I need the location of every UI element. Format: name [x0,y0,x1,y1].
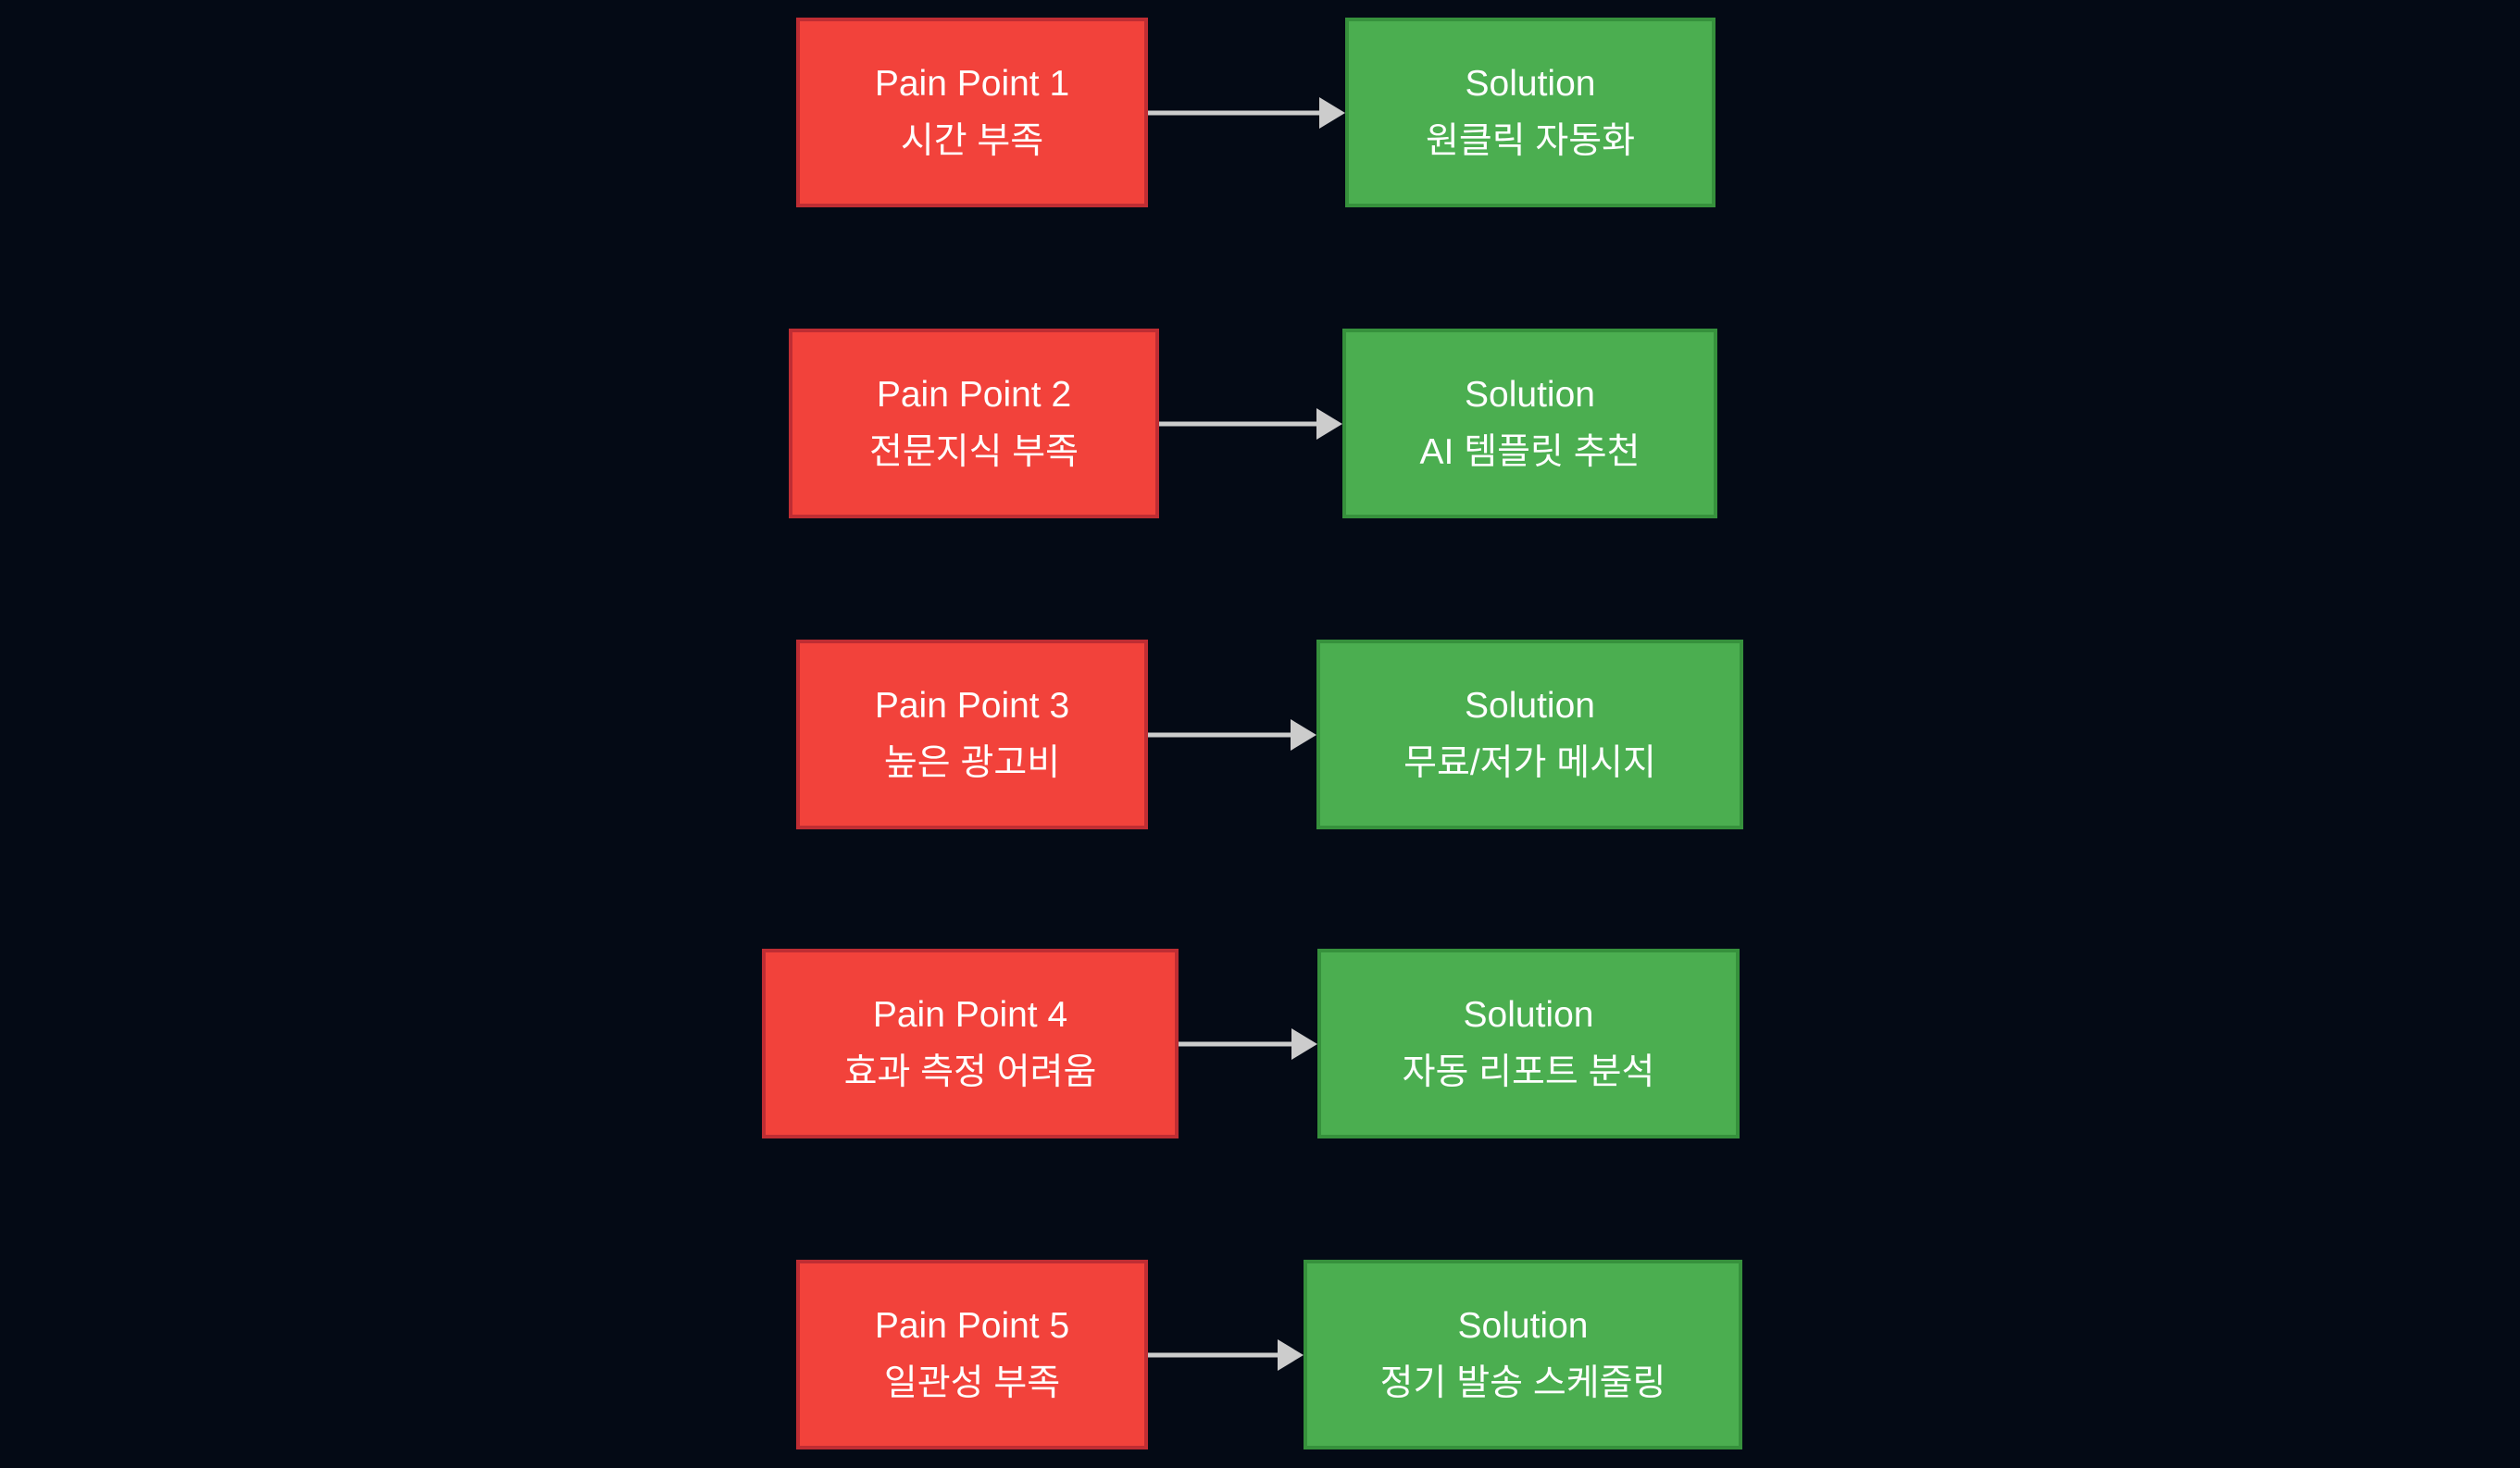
arrow-connector [1179,1041,1291,1046]
mapping-row-2: Pain Point 2 전문지식 부족 Solution AI 템플릿 추천 [0,329,2520,518]
pain-point-title: Pain Point 5 [874,1305,1070,1346]
arrowhead-icon [1278,1338,1304,1371]
solution-subtitle: 무료/저가 메시지 [1403,742,1656,783]
pain-point-box: Pain Point 4 효과 측정 어려움 [762,949,1179,1138]
pain-point-subtitle: 높은 광고비 [883,742,1061,783]
solution-box: Solution 자동 리포트 분석 [1317,949,1740,1138]
solution-subtitle: 원클릭 자동화 [1425,120,1636,161]
arrowhead-icon [1319,96,1345,129]
mapping-row-3: Pain Point 3 높은 광고비 Solution 무료/저가 메시지 [0,640,2520,829]
mapping-row-5: Pain Point 5 일관성 부족 Solution 정기 발송 스케줄링 [0,1260,2520,1449]
pain-point-subtitle: 전문지식 부족 [868,431,1079,472]
mapping-row-4: Pain Point 4 효과 측정 어려움 Solution 자동 리포트 분… [0,949,2520,1138]
pain-point-box: Pain Point 5 일관성 부족 [796,1260,1148,1449]
pain-point-title: Pain Point 3 [874,685,1070,726]
solution-box: Solution 무료/저가 메시지 [1316,640,1743,829]
pain-point-title: Pain Point 2 [876,374,1072,415]
arrowhead-icon [1316,407,1342,440]
solution-box: Solution 원클릭 자동화 [1345,18,1715,207]
arrow-connector [1148,1352,1278,1357]
solution-subtitle: AI 템플릿 추천 [1419,431,1640,472]
mapping-row-1: Pain Point 1 시간 부족 Solution 원클릭 자동화 [0,18,2520,207]
solution-title: Solution [1465,685,1595,726]
pain-point-title: Pain Point 4 [872,994,1068,1035]
solution-title: Solution [1463,994,1594,1035]
pain-point-subtitle: 효과 측정 어려움 [843,1051,1097,1092]
pain-point-box: Pain Point 1 시간 부족 [796,18,1148,207]
pain-point-box: Pain Point 3 높은 광고비 [796,640,1148,829]
solution-title: Solution [1457,1305,1589,1346]
solution-box: Solution 정기 발송 스케줄링 [1304,1260,1742,1449]
arrow-connector [1159,421,1316,426]
solution-box: Solution AI 템플릿 추천 [1342,329,1717,518]
solution-subtitle: 정기 발송 스케줄링 [1379,1362,1666,1403]
arrow-connector [1148,110,1319,115]
solution-title: Solution [1465,374,1595,415]
arrow-connector [1148,732,1291,737]
arrowhead-icon [1291,1027,1317,1060]
solution-subtitle: 자동 리포트 분석 [1402,1051,1655,1092]
pain-point-subtitle: 일관성 부족 [883,1362,1061,1403]
pain-point-title: Pain Point 1 [874,63,1070,104]
pain-point-subtitle: 시간 부족 [900,120,1044,161]
arrowhead-icon [1291,718,1316,751]
solution-title: Solution [1465,63,1596,104]
pain-point-box: Pain Point 2 전문지식 부족 [789,329,1159,518]
